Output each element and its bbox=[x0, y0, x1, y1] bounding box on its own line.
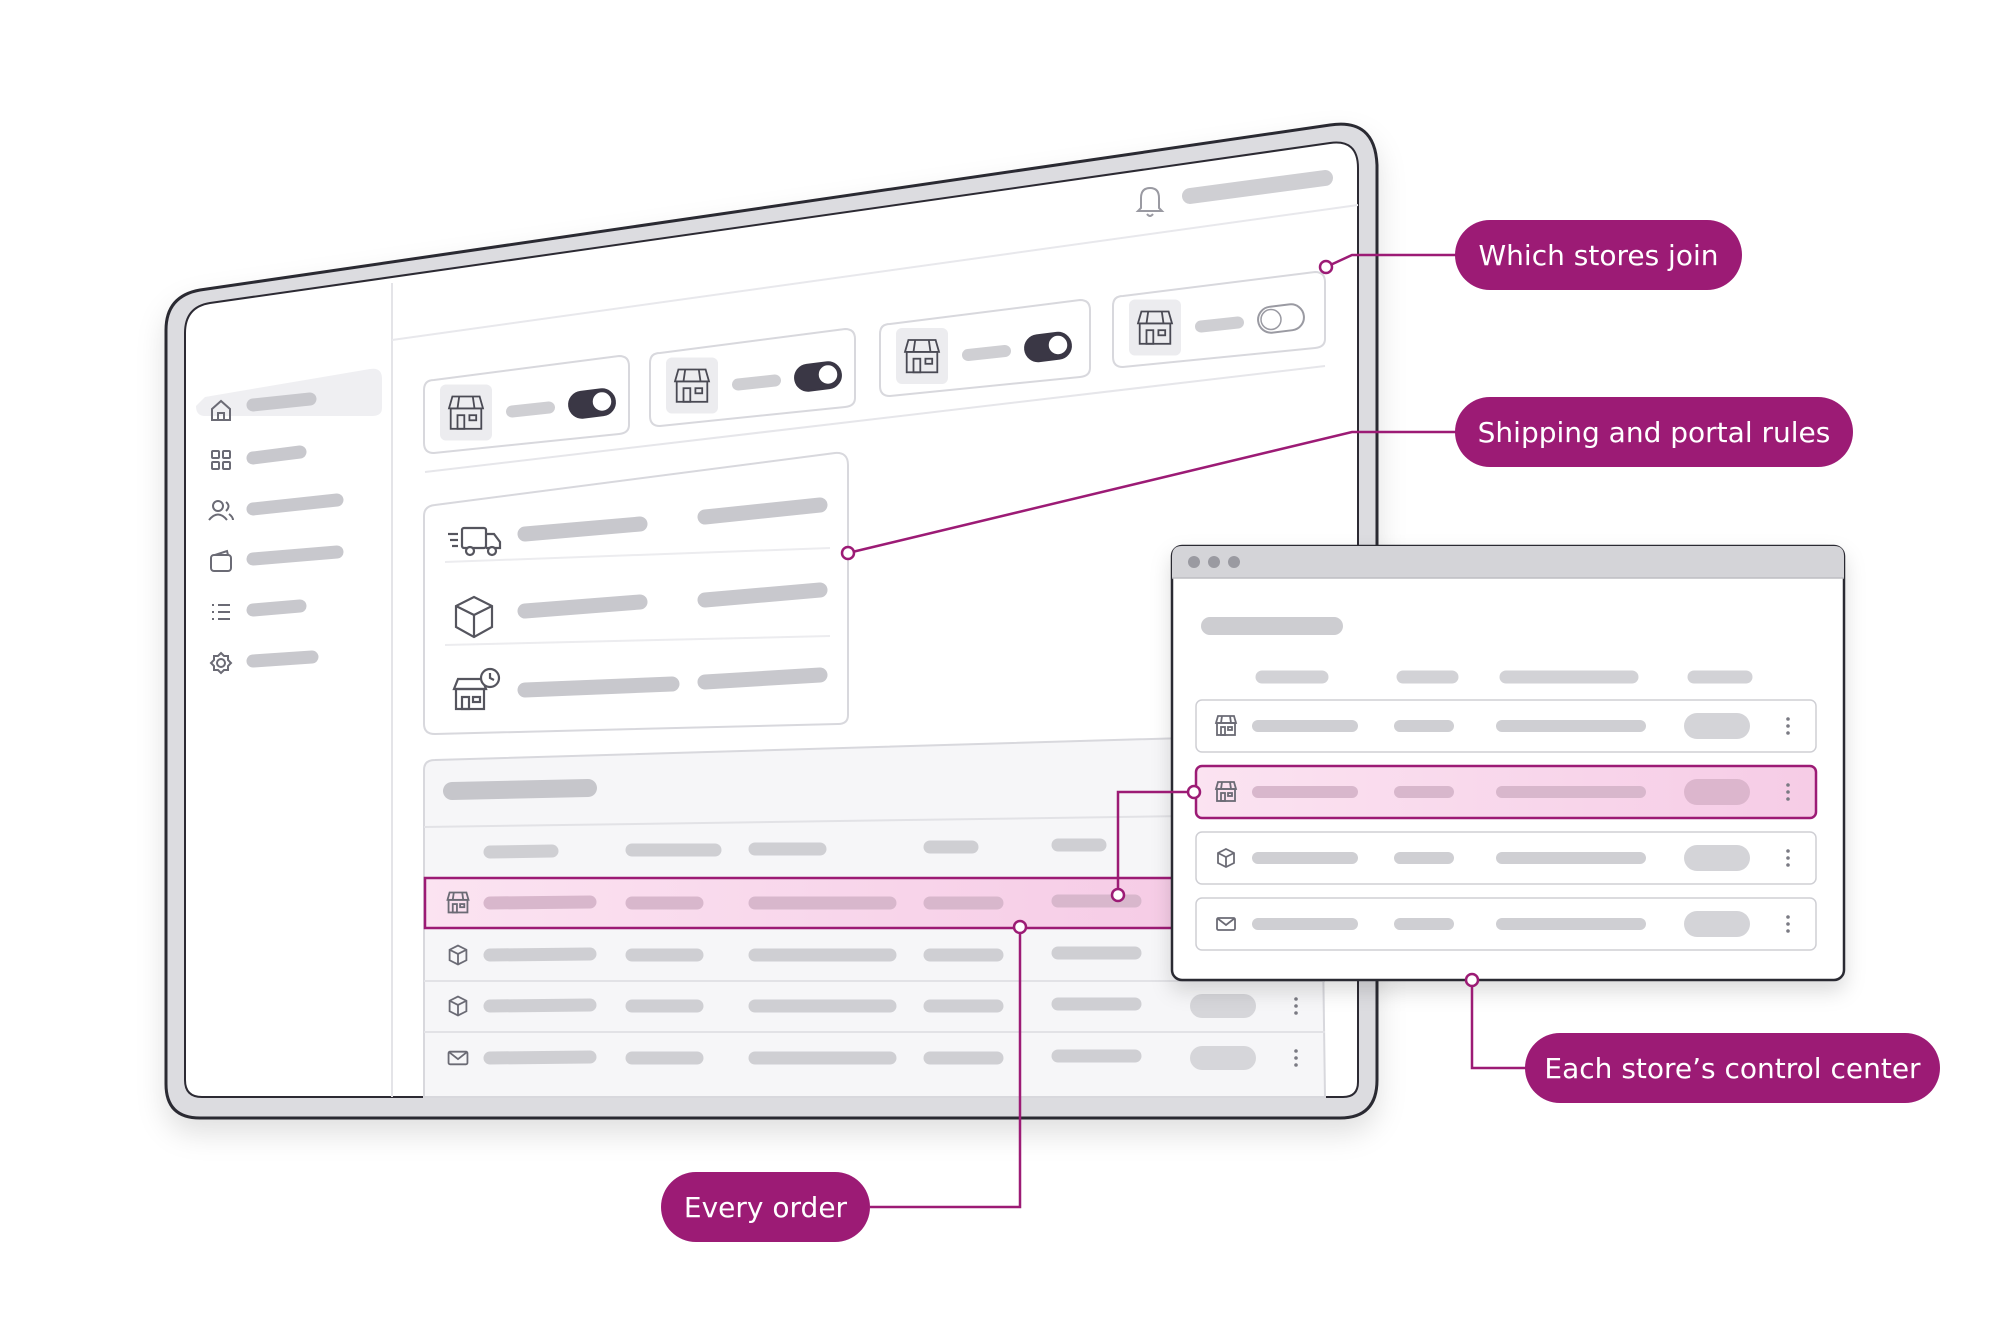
topbar-divider bbox=[391, 204, 1359, 341]
storefront-icon bbox=[446, 891, 470, 914]
store-cards-row bbox=[423, 270, 1326, 455]
storefront-icon bbox=[1136, 310, 1174, 345]
store-clock-icon bbox=[452, 667, 501, 711]
rule-portal-value[interactable] bbox=[697, 667, 828, 690]
rule-shipping-value[interactable] bbox=[697, 497, 828, 525]
rule-package-name[interactable] bbox=[517, 594, 648, 619]
topbar bbox=[1135, 170, 1333, 217]
truck-icon bbox=[448, 526, 502, 557]
orders-col-header-1 bbox=[483, 844, 559, 859]
order-cell-id[interactable] bbox=[483, 998, 597, 1013]
store-control-row[interactable] bbox=[1195, 897, 1817, 951]
mail-icon bbox=[447, 1050, 469, 1066]
sidebar-item-home[interactable] bbox=[246, 392, 317, 412]
store-control-status-pill bbox=[1684, 911, 1750, 937]
callout-every-order-label: Every order bbox=[683, 1190, 848, 1224]
storefront-icon bbox=[1214, 715, 1238, 736]
users-icon bbox=[208, 500, 234, 521]
box-icon bbox=[448, 995, 468, 1017]
window-minimize-dot[interactable] bbox=[1208, 556, 1220, 568]
kebab-menu-icon[interactable] bbox=[1786, 717, 1790, 735]
store-control-row[interactable] bbox=[1194, 764, 1818, 820]
order-row[interactable] bbox=[423, 876, 1179, 930]
order-row[interactable] bbox=[424, 944, 1325, 982]
window-close-dot[interactable] bbox=[1188, 556, 1200, 568]
box-icon bbox=[448, 944, 468, 966]
window-controls bbox=[1188, 556, 1240, 568]
rule-portal-name[interactable] bbox=[517, 676, 680, 698]
shipping-rules-card bbox=[423, 451, 849, 736]
store-card[interactable] bbox=[423, 354, 630, 455]
store-card[interactable] bbox=[879, 298, 1091, 398]
storefront-icon bbox=[1214, 781, 1238, 802]
connector-row-link bbox=[1116, 790, 1194, 895]
sidebar-item-customers[interactable] bbox=[246, 493, 344, 516]
grid-icon bbox=[211, 450, 231, 470]
order-row[interactable] bbox=[424, 994, 1325, 1033]
kebab-menu-icon[interactable] bbox=[1786, 849, 1790, 867]
sidebar-item-orders[interactable] bbox=[246, 599, 307, 617]
store-card[interactable] bbox=[1112, 270, 1326, 369]
sidebar bbox=[196, 368, 382, 675]
kebab-menu-icon[interactable] bbox=[1294, 997, 1298, 1015]
store-control-row[interactable] bbox=[1195, 699, 1817, 753]
storefront-icon bbox=[673, 368, 711, 403]
store-control-status-pill bbox=[1684, 845, 1750, 871]
order-cell-id[interactable] bbox=[483, 1050, 597, 1065]
callout-store-control-center-label: Each store’s control center bbox=[1544, 1051, 1921, 1085]
list-icon bbox=[212, 604, 230, 620]
connector-orders bbox=[870, 927, 1022, 1209]
callout-every-order: Every order bbox=[661, 1172, 870, 1242]
store-card-name[interactable] bbox=[962, 345, 1011, 361]
storefront-icon bbox=[903, 339, 941, 374]
order-status-pill bbox=[1190, 994, 1256, 1018]
rule-package-value[interactable] bbox=[697, 582, 828, 608]
order-cell-id[interactable] bbox=[483, 895, 597, 910]
store-card[interactable] bbox=[649, 327, 856, 428]
account-name-placeholder[interactable] bbox=[1182, 170, 1333, 204]
wallet-icon bbox=[210, 549, 232, 572]
store-control-status-pill bbox=[1684, 713, 1750, 739]
box-icon bbox=[1217, 847, 1235, 869]
sidebar-item-active-bg[interactable] bbox=[196, 368, 382, 416]
gear-icon bbox=[209, 651, 233, 675]
home-icon bbox=[211, 399, 231, 421]
storefront-icon bbox=[447, 395, 485, 430]
connector-dots bbox=[840, 259, 1480, 988]
order-cell-id[interactable] bbox=[483, 947, 597, 962]
store-card-name[interactable] bbox=[506, 401, 555, 418]
mail-icon bbox=[1216, 917, 1236, 931]
order-row[interactable] bbox=[447, 1046, 1298, 1070]
sidebar-item-billing[interactable] bbox=[246, 545, 344, 566]
box-icon bbox=[454, 595, 494, 639]
window-maximize-dot[interactable] bbox=[1228, 556, 1240, 568]
callout-which-stores-join-label: Which stores join bbox=[1478, 238, 1719, 272]
connector-control bbox=[1470, 980, 1528, 1070]
sidebar-item-dashboard[interactable] bbox=[246, 445, 307, 465]
connector-stores bbox=[1325, 253, 1460, 269]
connector-rules bbox=[847, 430, 1460, 555]
kebab-menu-icon[interactable] bbox=[1294, 1049, 1298, 1067]
store-card-name[interactable] bbox=[1195, 316, 1244, 333]
callout-store-control-center: Each store’s control center bbox=[1525, 1033, 1940, 1103]
store-control-row[interactable] bbox=[1195, 831, 1817, 885]
store-control-rows bbox=[1194, 699, 1818, 951]
orders-table-title bbox=[443, 779, 597, 800]
callout-which-stores-join: Which stores join bbox=[1455, 220, 1742, 290]
kebab-menu-icon[interactable] bbox=[1786, 915, 1790, 933]
store-cards-divider bbox=[424, 365, 1326, 473]
store-control-status-pill bbox=[1684, 779, 1750, 805]
rule-shipping-name[interactable] bbox=[517, 516, 648, 542]
bell-icon[interactable] bbox=[1135, 186, 1165, 217]
store-card-name[interactable] bbox=[732, 374, 781, 391]
callout-shipping-portal-rules: Shipping and portal rules bbox=[1455, 397, 1853, 467]
kebab-menu-icon[interactable] bbox=[1786, 783, 1790, 801]
callout-shipping-portal-rules-label: Shipping and portal rules bbox=[1477, 415, 1831, 449]
callout-connectors bbox=[847, 253, 1528, 1209]
sidebar-item-settings[interactable] bbox=[246, 650, 319, 668]
order-status-pill bbox=[1190, 1046, 1256, 1070]
